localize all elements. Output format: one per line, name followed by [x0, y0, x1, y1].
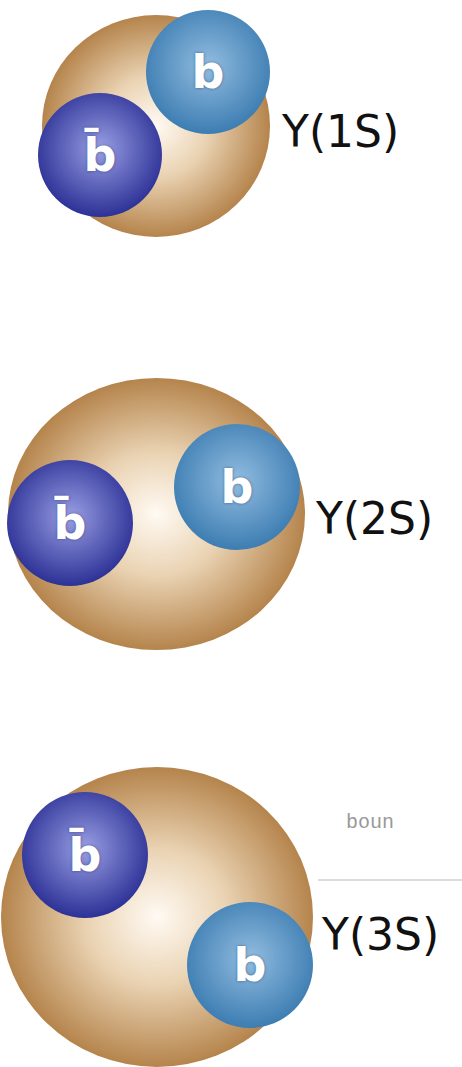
anti-b-quark: b̄: [38, 93, 162, 217]
shape-fill: [38, 93, 162, 217]
quark-symbol: b: [221, 464, 254, 510]
anti-b-quark: b̄: [22, 792, 148, 918]
shape-fill: [146, 10, 270, 134]
state-label: Υ(1S): [282, 106, 399, 157]
meson-sphere: Υ(3S)b̄b: [1, 767, 313, 1067]
quark-symbol: b: [234, 942, 267, 988]
meson-sphere: Υ(1S)bb̄: [42, 15, 270, 237]
shape-fill: [7, 460, 133, 586]
state-label-box: Υ(2S): [316, 497, 433, 541]
note-box: boun: [346, 813, 394, 833]
state-label: Υ(2S): [316, 493, 433, 544]
shape-fill: [8, 378, 305, 650]
shape-fill: [22, 792, 148, 918]
state-label: Υ(3S): [322, 909, 439, 960]
anti-b-quark: b̄: [7, 460, 133, 586]
shape-fill: [1, 767, 313, 1067]
quark-symbol: b̄: [69, 832, 102, 878]
state-label-box: Υ(3S): [322, 913, 439, 957]
faint-note: boun: [346, 811, 394, 834]
quark-symbol: b̄: [54, 500, 87, 546]
b-quark: b: [174, 424, 300, 550]
b-quark: b: [146, 10, 270, 134]
quark-symbol: b: [192, 49, 225, 95]
meson-sphere: Υ(2S)b̄b: [8, 378, 305, 650]
shape-fill: [187, 902, 313, 1028]
b-quark: b: [187, 902, 313, 1028]
quark-symbol: b̄: [84, 132, 117, 178]
separator-line: [318, 879, 462, 881]
shape-fill: [174, 424, 300, 550]
state-label-box: Υ(1S): [282, 110, 399, 154]
